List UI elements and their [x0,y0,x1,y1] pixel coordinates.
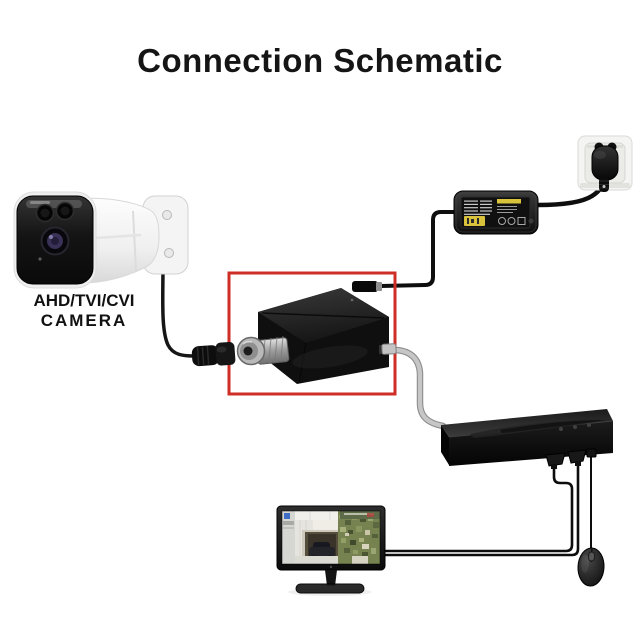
bracket-screw [162,210,172,220]
cables-layer [160,177,606,557]
vga-connector [567,449,587,464]
dvr-top [441,409,613,437]
camera-label-line2: CAMERA [40,311,128,330]
power-plug [591,145,619,181]
balun-output-connector [379,343,397,355]
dvr-led [573,425,577,429]
dvr-led [559,427,563,431]
bracket-screw [164,248,174,258]
adapter-label-title-bar [497,199,521,204]
adapter-to-balun-power-cable [378,210,458,288]
dc-barrel-connector [191,341,236,367]
wall-outlet [577,135,633,192]
usb-connector [586,448,597,458]
camera-label: AHD/TVI/CVI CAMERA [10,291,158,331]
monitor-base [295,583,365,594]
highlight-box [227,271,397,396]
dvr-front-accent [470,419,609,438]
outlet-screw [602,185,606,188]
dvr-led [587,423,591,427]
monitor-stand [325,570,337,586]
surveillance-view [282,511,380,564]
ahd-camera [13,191,189,289]
mouse-scroll-wheel [587,551,596,562]
mouse [577,547,605,587]
dvr-to-monitor-cable-1 [383,462,574,553]
adapter-spec-text [464,200,492,215]
video-balun-box [236,281,397,384]
page-title: Connection Schematic [137,42,503,79]
adapter-cert-icons [498,217,526,225]
monitor-power-led [329,565,333,569]
camera-cable [160,264,196,358]
camera-label-line1: AHD/TVI/CVI [33,291,135,310]
dvr-to-monitor-cable-2 [383,460,580,557]
adapter-warning-box [464,216,485,226]
dvr-recorder [441,409,614,469]
vga-connector [545,452,566,467]
balun-to-dvr-cable [392,346,447,430]
camera-mic-hole [38,257,42,261]
bnc-connector [236,335,290,366]
balun-power-input [352,281,382,292]
mouse-body [577,547,605,587]
monitor [276,505,386,596]
cms-app-icon [284,513,290,519]
power-adapter [453,190,539,235]
